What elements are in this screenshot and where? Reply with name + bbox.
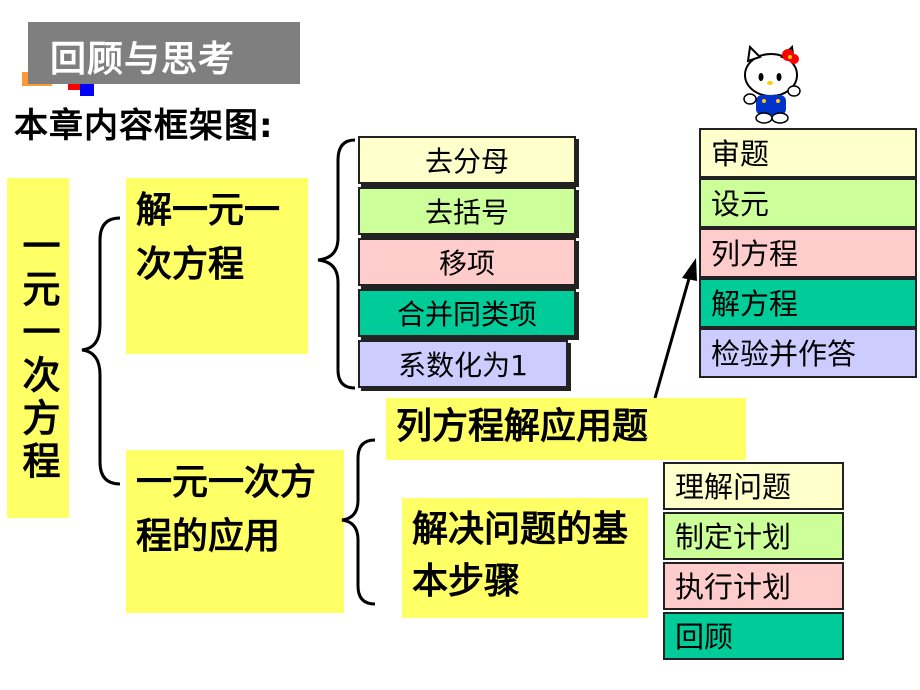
brace-solve xyxy=(317,138,356,390)
brace-main xyxy=(81,216,121,486)
word-problem-step: 检验并作答 xyxy=(699,328,917,378)
subtitle: 本章内容框架图: xyxy=(14,106,274,146)
arrow-line xyxy=(653,274,692,399)
solve-step: 系数化为1 xyxy=(358,340,568,388)
title-tab: 回顾与思考 xyxy=(28,22,300,84)
basic-step: 回顾 xyxy=(663,612,844,660)
word-problem-label: 列方程解应用题 xyxy=(386,398,746,460)
arrow-head xyxy=(682,258,697,281)
decor-square-blue xyxy=(80,82,94,96)
brace-apply xyxy=(341,438,376,606)
basic-steps-label: 解决问题的基本步骤 xyxy=(402,498,648,618)
basic-step: 执行计划 xyxy=(663,562,844,610)
word-problem-step: 审题 xyxy=(699,128,917,178)
branch-solve: 解一元一次方程 xyxy=(126,178,308,354)
basic-step: 制定计划 xyxy=(663,512,844,560)
word-problem-step: 解方程 xyxy=(699,278,917,328)
solve-step: 去括号 xyxy=(358,187,576,235)
solve-step: 合并同类项 xyxy=(358,289,576,337)
solve-step: 移项 xyxy=(358,238,576,286)
word-problem-step: 列方程 xyxy=(699,228,917,278)
basic-step: 理解问题 xyxy=(663,462,844,510)
branch-apply: 一元一次方程的应用 xyxy=(126,450,344,613)
solve-step: 去分母 xyxy=(358,136,576,184)
kitty-mascot-icon xyxy=(743,45,801,124)
word-problem-step: 设元 xyxy=(699,178,917,228)
topic-box: 一元一次方程 xyxy=(7,178,69,518)
